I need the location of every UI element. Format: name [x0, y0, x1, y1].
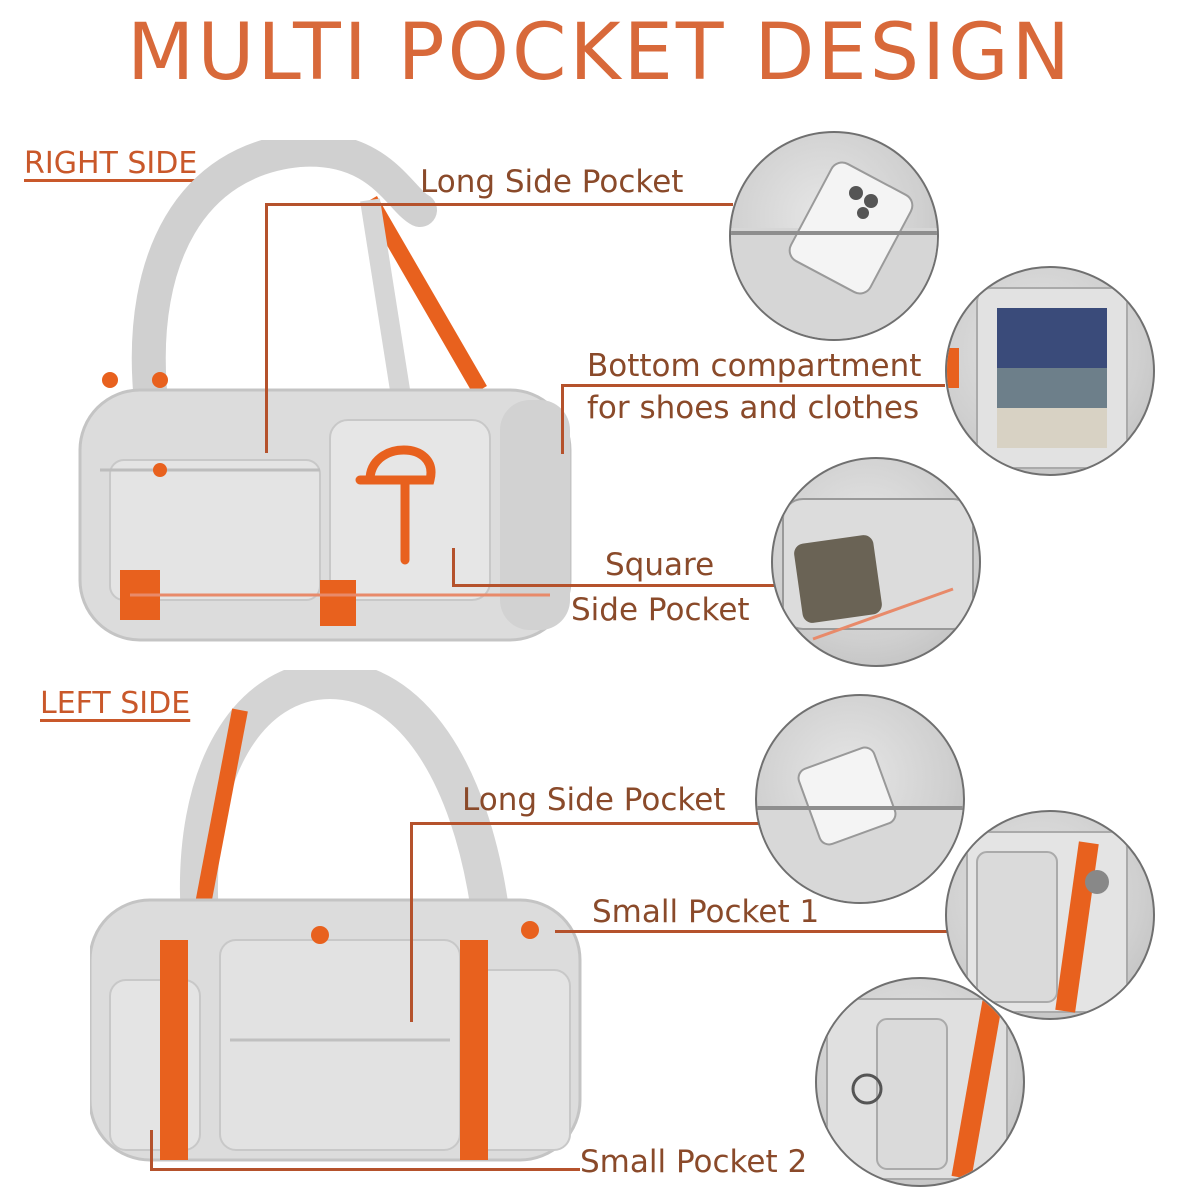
- left-long-pocket-leader-horizontal: [410, 822, 765, 825]
- left-small-pocket-2-leader-vertical: [150, 1130, 153, 1170]
- detail-circle-left-long-pocket: [755, 694, 965, 904]
- left-small-pocket-2-label: Small Pocket 2: [580, 1144, 808, 1180]
- right-bottom-leader-vertical: [561, 384, 564, 454]
- left-small-pocket-2-leader-horizontal: [150, 1168, 580, 1171]
- right-side-heading: RIGHT SIDE: [24, 146, 198, 181]
- detail-circle-phone-pocket: [729, 131, 939, 341]
- left-small-pocket-1-label: Small Pocket 1: [592, 894, 820, 930]
- detail-circle-bottom-compartment: [945, 266, 1155, 476]
- right-bottom-compartment-label-1: Bottom compartment: [587, 348, 922, 384]
- right-bottom-compartment-label-2: for shoes and clothes: [587, 390, 920, 426]
- detail-circle-square-pocket: [771, 457, 981, 667]
- left-long-side-pocket-label: Long Side Pocket: [462, 782, 726, 818]
- page-title: MULTI POCKET DESIGN: [127, 8, 1073, 98]
- right-long-pocket-leader-vertical: [265, 203, 268, 453]
- right-long-side-pocket-label: Long Side Pocket: [420, 164, 684, 200]
- right-long-pocket-leader-horizontal: [265, 203, 733, 206]
- left-side-heading: LEFT SIDE: [40, 686, 191, 721]
- right-bottom-leader-horizontal: [561, 384, 945, 387]
- right-square-label-1: Square: [605, 547, 715, 583]
- right-square-leader-horizontal: [452, 584, 777, 587]
- detail-circle-small-pocket-1: [945, 810, 1155, 1020]
- right-square-leader-vertical: [452, 548, 455, 586]
- left-long-pocket-leader-vertical: [410, 822, 413, 1022]
- right-square-label-2: Side Pocket: [571, 592, 750, 628]
- right-side-bag-image: [70, 140, 590, 660]
- left-side-bag-image: [90, 670, 610, 1190]
- left-small-pocket-1-leader: [555, 930, 950, 933]
- detail-circle-small-pocket-2: [815, 977, 1025, 1187]
